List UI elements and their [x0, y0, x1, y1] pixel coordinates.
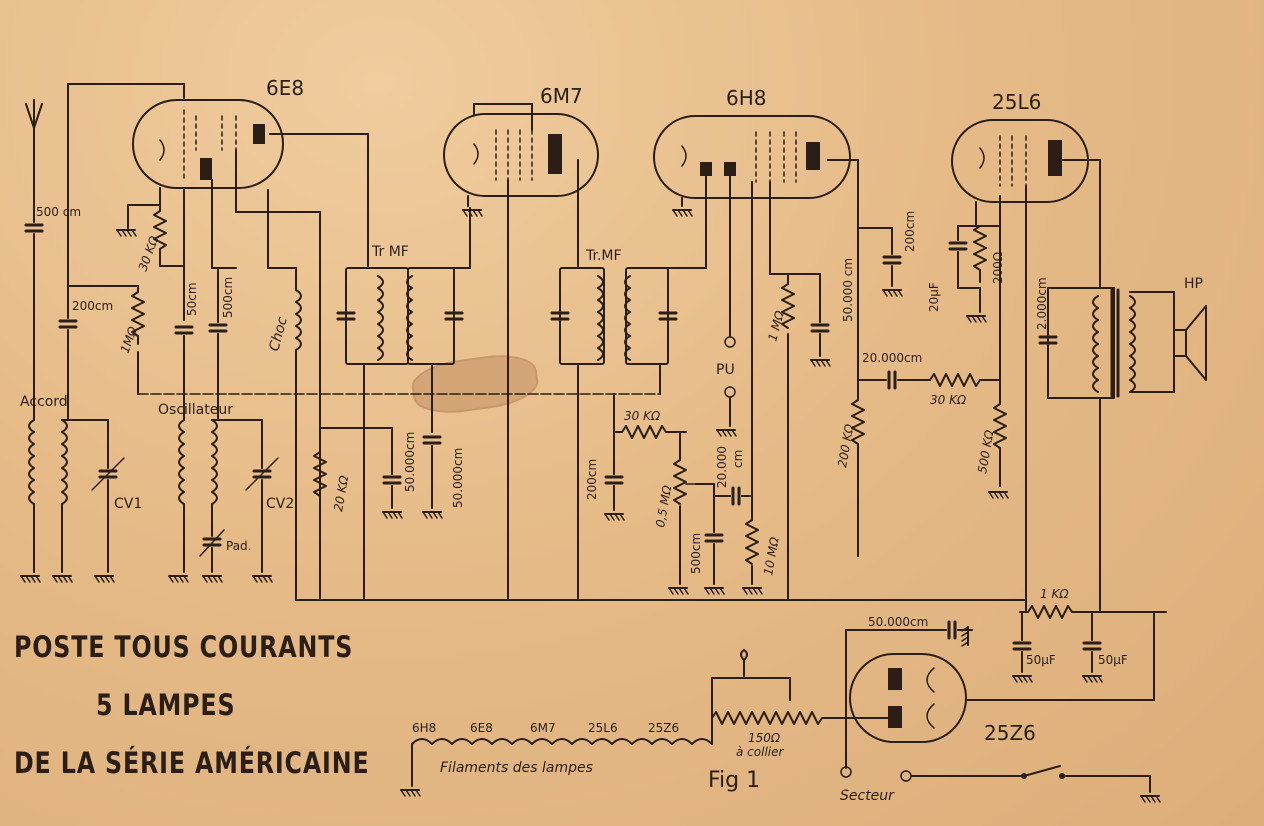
trmf1: [336, 267, 464, 365]
tube-6m7: [443, 113, 599, 197]
label-c20000-a: 20.000: [715, 446, 729, 488]
tube-label-6m7: 6M7: [540, 84, 583, 108]
tube-label-6h8: 6H8: [726, 86, 767, 110]
label-c200cm-b: 200cm: [585, 459, 599, 500]
label-c500cm-c: 500cm: [689, 533, 703, 574]
diagram-title: POSTE TOUS COURANTS 5 LAMPES DE LA SÉRIE…: [14, 618, 370, 792]
label-cv2: CV2: [266, 496, 294, 512]
label-c50000-a: 50.000cm: [403, 432, 417, 492]
figure-label: Fig 1: [708, 768, 761, 793]
label-hp: HP: [1184, 276, 1203, 292]
oscillator-coil: [168, 419, 279, 583]
tube-6e8: [132, 99, 284, 189]
label-r150: 150Ω: [748, 731, 781, 745]
label-c50uf-a: 50μF: [1026, 653, 1056, 667]
label-accord: Accord: [20, 394, 68, 410]
title-line-1: POSTE TOUS COURANTS: [14, 630, 354, 664]
label-trmf2: Tr.MF: [585, 248, 622, 264]
label-r30k-b: 30 KΩ: [624, 409, 661, 423]
label-r200: 200Ω: [991, 252, 1005, 284]
label-c50cm: 50cm: [185, 282, 199, 316]
label-c500cm-b: 500cm: [221, 277, 235, 318]
title-line-2: 5 LAMPES: [95, 688, 236, 722]
label-cv1: CV1: [114, 496, 142, 512]
filament-label-5: 25Z6: [648, 721, 679, 735]
label-c20uf: 20μF: [927, 282, 941, 312]
label-c50000-c: 50.000 cm: [841, 258, 855, 322]
label-filaments: Filaments des lampes: [440, 760, 593, 776]
tube-label-25l6: 25L6: [992, 90, 1041, 114]
title-line-3: DE LA SÉRIE AMÉRICAINE: [14, 746, 370, 780]
label-c500cm: 500 cm: [36, 205, 81, 219]
label-c200cm: 200cm: [72, 299, 113, 313]
label-collier: à collier: [736, 745, 784, 759]
label-cm: cm: [731, 450, 745, 468]
label-c50000-d: 50.000cm: [868, 615, 928, 629]
filament-label-3: 6M7: [530, 721, 556, 735]
label-trmf1: Tr MF: [371, 244, 409, 260]
label-oscillateur: Oscillateur: [158, 402, 233, 418]
label-r30k-c: 30 KΩ: [930, 393, 967, 407]
filament-label-2: 6E8: [470, 721, 493, 735]
label-r500k: 500 KΩ: [975, 428, 997, 474]
label-r30k-a: 30 KΩ: [136, 234, 162, 274]
label-r10m: 10 MΩ: [761, 535, 782, 576]
label-r1k: 1 KΩ: [1040, 587, 1069, 601]
label-c50000-b: 50.000cm: [451, 448, 465, 508]
label-r1m-a: 1MΩ: [118, 324, 141, 355]
label-choc: Choc: [266, 315, 291, 353]
tube-label-6e8: 6E8: [266, 76, 304, 100]
accord-coil: [20, 419, 125, 583]
tube-label-25z6: 25Z6: [984, 721, 1036, 745]
label-secteur: Secteur: [840, 788, 895, 804]
label-c20000-b: 20.000cm: [862, 351, 922, 365]
output-transformer: [1038, 287, 1175, 399]
label-r200k: 200 KΩ: [835, 422, 857, 468]
antenna-icon: [24, 99, 44, 421]
filament-label-4: 25L6: [588, 721, 618, 735]
label-pad: Pad.: [226, 539, 251, 553]
label-pot: 0,5 MΩ: [653, 483, 674, 528]
label-c2000: 2.000cm: [1035, 277, 1049, 330]
filament-label-1: 6H8: [412, 721, 436, 735]
tube-25z6: [849, 653, 967, 743]
label-r20k: 20 KΩ: [331, 474, 351, 513]
label-pu: PU: [716, 362, 735, 378]
speaker-icon: [1173, 305, 1207, 381]
trmf2: [550, 267, 678, 365]
choc-coil: [295, 267, 302, 601]
label-c200cm-c: 200cm: [903, 211, 917, 252]
label-c50uf-b: 50μF: [1098, 653, 1128, 667]
